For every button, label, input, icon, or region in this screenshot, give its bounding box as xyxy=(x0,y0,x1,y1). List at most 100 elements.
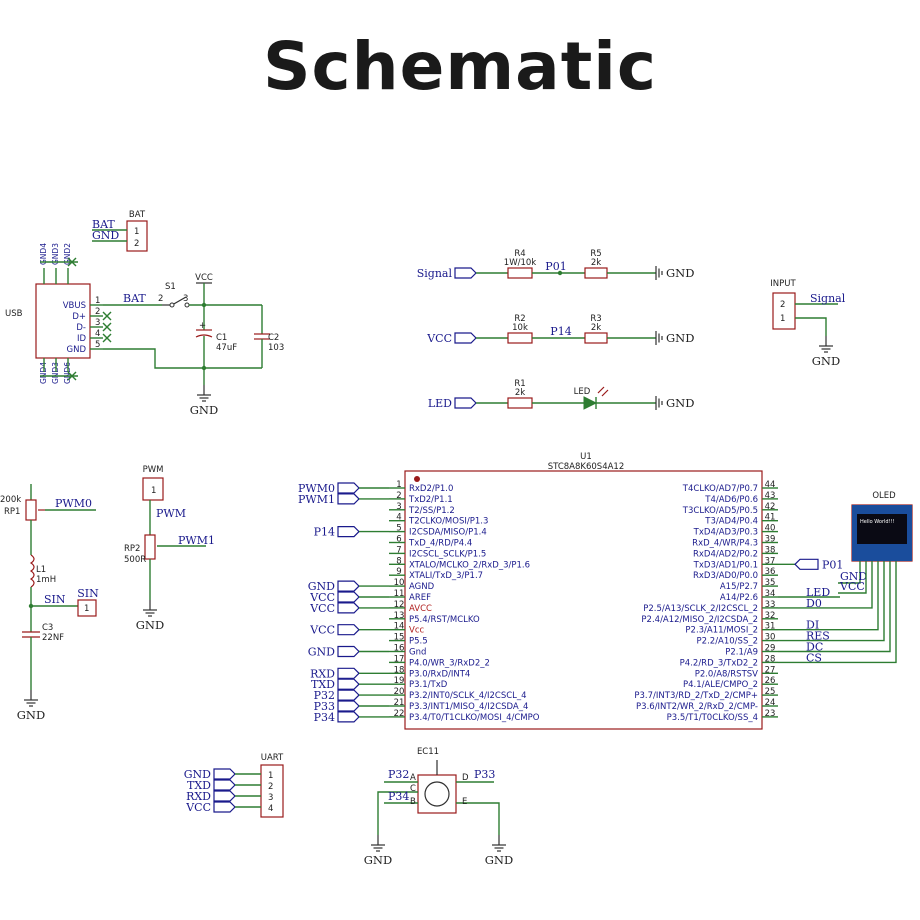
oled-net-gnd: GND xyxy=(840,570,867,583)
r5-resistor xyxy=(584,267,608,279)
mcu-pin-name: P4.0/WR_3/RxD2_2 xyxy=(409,658,490,668)
mcu-pin-number: 43 xyxy=(765,491,776,501)
usb-top-pin: GND3 xyxy=(51,243,60,265)
usb-top-pin: GND4 xyxy=(39,243,48,265)
mcu-pin-name: P2.1/A9 xyxy=(725,648,758,658)
mcu-pin-number: 1 xyxy=(396,480,401,490)
mcu-net-port: PWM1 xyxy=(298,493,335,506)
gnd-label: GND xyxy=(666,331,694,345)
mcu-pin-number: 4 xyxy=(396,513,401,523)
mcu-net-port: VCC xyxy=(309,602,335,615)
mcu-pin-number: 40 xyxy=(765,524,776,534)
mcu-pin-name: T2CLKO/MOSI/P1.3 xyxy=(408,517,488,527)
gnd-label: GND xyxy=(17,708,45,722)
mcu-pin-number: 42 xyxy=(765,502,776,512)
pwm-connector xyxy=(142,477,164,501)
mcu-net-port: VCC xyxy=(309,624,335,637)
mcu-pin-number: 9 xyxy=(396,567,401,577)
mcu-pin-name: P3.7/INT3/RD_2/TxD_2/CMP+ xyxy=(634,691,758,701)
usb-pin-name: D- xyxy=(76,323,86,333)
mcu-pin-name: P3.2/INT0/SCLK_4/I2CSCL_4 xyxy=(409,691,527,701)
wire xyxy=(838,572,867,594)
mcu-pin-name: RxD4/AD2/P0.2 xyxy=(693,549,758,559)
mcu-pin-name: P3.6/INT2/WR_2/RxD_2/CMP- xyxy=(636,702,758,712)
mcu-pin-name: RxD_4/WR/P4.3 xyxy=(692,539,758,549)
l1-value: 1mH xyxy=(36,575,56,585)
net-port xyxy=(337,580,360,592)
mcu-net-port: GND xyxy=(308,580,335,593)
mcu-net-label: DC xyxy=(806,641,823,654)
wire xyxy=(838,572,861,584)
vbus-net: BAT xyxy=(123,292,146,305)
net-port xyxy=(337,624,360,636)
bat-pin-2: 2 xyxy=(134,239,139,249)
oled-signal-wire xyxy=(778,572,879,631)
r2-ref: R2 xyxy=(514,314,525,324)
mcu-pin-name: T3/AD4/P0.4 xyxy=(704,517,758,527)
mcu-pin-number: 12 xyxy=(394,600,405,610)
p14-net: P14 xyxy=(550,325,571,338)
mcu-pin-number: 38 xyxy=(765,545,776,555)
net-port xyxy=(213,779,236,791)
wire xyxy=(494,802,500,835)
bat-net-gnd: GND xyxy=(92,229,119,242)
mcu-net-port: P33 xyxy=(314,700,335,713)
r2-resistor xyxy=(507,332,533,344)
mcu-pin-number: 39 xyxy=(765,535,776,545)
oled-signal-wire xyxy=(778,572,873,609)
mcu-pin-number: 2 xyxy=(396,491,401,501)
ec11-pin: A xyxy=(410,773,416,783)
input-connector xyxy=(772,292,796,330)
page-title: Schematic xyxy=(262,28,657,105)
r1-ref: R1 xyxy=(514,379,525,389)
r1-resistor xyxy=(507,397,533,409)
mcu-net-port: P14 xyxy=(314,526,335,539)
net-port xyxy=(337,667,360,679)
usb-pin-number: 3 xyxy=(95,318,100,328)
net-port-label: VCC xyxy=(426,332,452,345)
oled-signal-wire xyxy=(778,572,891,653)
rp1-value: 200k xyxy=(0,495,21,505)
mcu-pin-number: 28 xyxy=(765,654,776,664)
sin-net: SIN xyxy=(44,593,66,606)
net-port xyxy=(337,711,360,723)
net-port-label: Signal xyxy=(417,267,453,280)
uart-net-port: VCC xyxy=(185,801,211,814)
gnd-label: GND xyxy=(666,396,694,410)
s1-pin: 2 xyxy=(158,294,163,304)
mcu-pin-name: I2CSDA/MISO/P1.4 xyxy=(409,528,487,538)
mcu-pin-name: P2.0/A8/RSTSV xyxy=(695,669,758,679)
bat-net-bat: BAT xyxy=(92,218,115,231)
mcu-pin-name: RxD2/P1.0 xyxy=(409,484,453,494)
net-port xyxy=(454,397,477,409)
mcu-pin-number: 18 xyxy=(394,665,405,675)
uart-pin: 3 xyxy=(268,793,273,803)
mcu-pin-number: 31 xyxy=(765,622,776,632)
oled-screen xyxy=(857,514,907,544)
mcu-pin-name: T4/AD6/P0.6 xyxy=(704,495,758,505)
bat-ref: BAT xyxy=(129,210,146,220)
mcu-pin-name: AGND xyxy=(409,582,435,592)
mcu-net-label: DI xyxy=(806,619,819,632)
l1-ref: L1 xyxy=(36,565,46,575)
r5-value: 2k xyxy=(591,258,601,268)
uart-pin: 2 xyxy=(268,782,273,792)
r3-ref: R3 xyxy=(590,314,601,324)
mcu-pin-number: 19 xyxy=(394,676,405,686)
pwm0-net: PWM0 xyxy=(55,497,92,510)
l1-inductor xyxy=(29,554,35,588)
c1-polarity: + xyxy=(199,321,206,331)
mcu-pin-number: 7 xyxy=(396,545,401,555)
net-port xyxy=(337,493,360,505)
gnd-label: GND xyxy=(485,853,513,867)
s1-pin: 3 xyxy=(183,294,188,304)
mcu-pin-name: XTALO/MCLKO_2/RxD_3/P1.6 xyxy=(409,560,530,570)
oled-signal-wire xyxy=(778,572,897,664)
usb-gnd-wire xyxy=(103,348,204,369)
no-connect xyxy=(102,322,112,332)
mcu-pin-number: 21 xyxy=(394,698,405,708)
pwm-ref: PWM xyxy=(143,465,164,475)
gnd-label: GND xyxy=(666,266,694,280)
mcu-pin-number: 30 xyxy=(765,633,776,643)
mcu-pin-name: TxD_4/RD/P4.4 xyxy=(408,539,472,549)
